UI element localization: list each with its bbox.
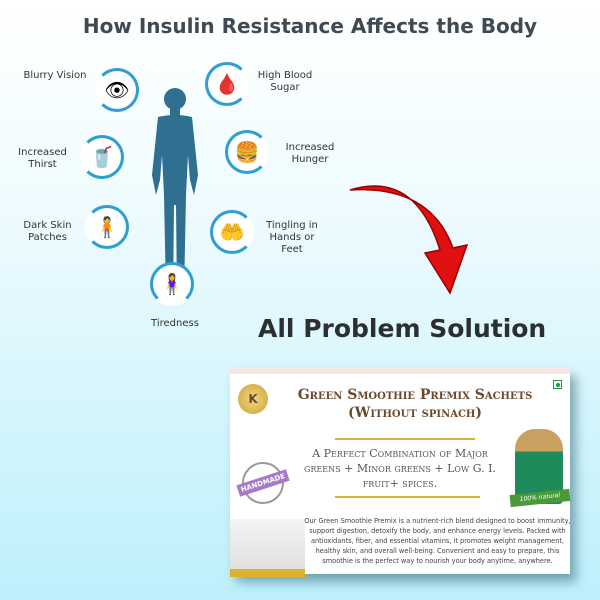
- tired-person-icon: 🧍‍♀️: [159, 272, 185, 296]
- symptom-label: Increased Thirst: [18, 147, 67, 170]
- blurry-vision-circle: 👁: [95, 68, 139, 112]
- ornament-divider: [335, 496, 480, 498]
- sachets-image: [230, 519, 305, 577]
- drinking-icon: 🥤: [89, 145, 115, 169]
- solution-heading: All Problem Solution: [258, 314, 547, 343]
- eating-icon: 🍔: [234, 140, 260, 164]
- hands-icon: 🤲: [219, 220, 245, 244]
- product-title: Green Smoothie Premix Sachets (Without s…: [297, 387, 533, 421]
- product-subtitle: A Perfect Combination of Major greens + …: [304, 447, 496, 490]
- eye-icon: 👁: [104, 78, 130, 102]
- dark-skin-circle: 🧍: [85, 205, 129, 249]
- veg-mark-icon: [553, 380, 562, 389]
- tingling-circle: 🤲: [210, 210, 254, 254]
- increased-thirst-circle: 🥤: [80, 135, 124, 179]
- symptom-label: Blurry Vision: [23, 70, 87, 81]
- high-blood-sugar-circle: 🩸: [205, 62, 249, 106]
- tiredness-circle: 🧍‍♀️: [150, 262, 194, 306]
- blood-drop-icon: 🩸: [214, 72, 240, 96]
- product-description: Our Green Smoothie Premix is a nutrient-…: [304, 517, 571, 565]
- symptom-label: Tingling in Hands or Feet: [266, 220, 318, 255]
- red-arrow-icon: [349, 185, 469, 295]
- ornament-divider: [335, 438, 475, 440]
- skin-icon: 🧍: [94, 215, 120, 239]
- increased-hunger-circle: 🍔: [225, 130, 269, 174]
- handmade-badge: HANDMADE: [236, 462, 290, 504]
- symptom-label: Increased Hunger: [285, 142, 335, 165]
- symptom-label: Dark Skin Patches: [23, 220, 72, 243]
- brand-logo: K: [238, 384, 268, 414]
- page-title: How Insulin Resistance Affects the Body: [82, 14, 538, 38]
- symptom-label: Tiredness: [151, 318, 199, 329]
- human-silhouette: [152, 88, 198, 295]
- product-card: K Green Smoothie Premix Sachets (Without…: [230, 368, 571, 577]
- symptom-label: High Blood Sugar: [257, 70, 313, 93]
